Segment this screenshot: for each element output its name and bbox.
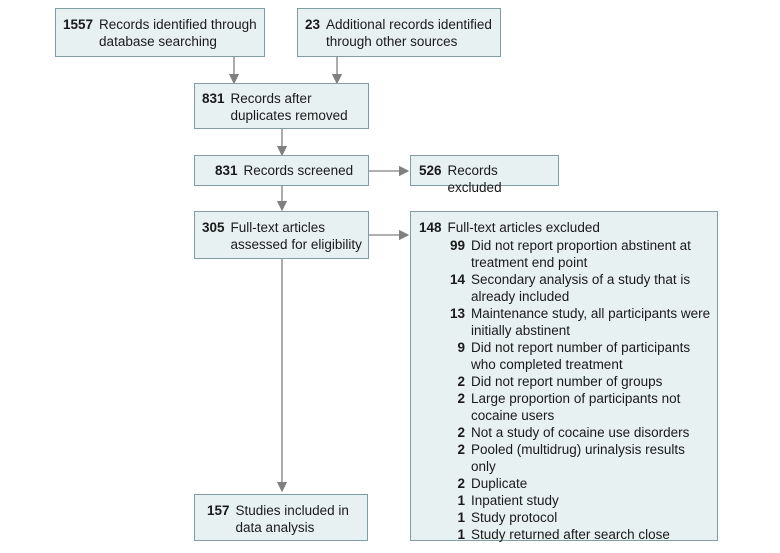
exclusion-reason: 13 Maintenance study, all participants w… — [449, 306, 711, 338]
records-excluded-box: 526 Records excluded — [410, 155, 559, 195]
exclusion-reason: 9 Did not report number of participants … — [457, 340, 691, 372]
exclusion-reason: 99 Did not report proportion abstinent a… — [449, 238, 691, 270]
records-screened-label: Records screened — [243, 163, 354, 178]
after-duplicates-label: Records after duplicates removed — [230, 91, 348, 123]
exclusion-reason: 2 Duplicate — [457, 476, 528, 491]
studies-included-label: Studies included in data analysis — [235, 503, 349, 535]
other-sources-box: 23 Additional records identified through… — [297, 8, 501, 57]
records-excluded-count: 526 — [419, 163, 442, 178]
fulltext-excluded-box: 148 Full-text articles excluded 99 Did n… — [410, 211, 718, 543]
records-screened-box: 831 Records screened — [194, 155, 369, 186]
fulltext-assessed-label: Full-text articles assessed for eligibil… — [230, 220, 362, 252]
db-search-box: 1557 Records identified through database… — [55, 8, 265, 57]
db-search-count: 1557 — [63, 17, 94, 32]
fulltext-excluded-label: Full-text articles excluded — [447, 220, 600, 235]
exclusion-reason: 1 Study returned after search close — [457, 527, 670, 542]
fulltext-assessed-box: 305 Full-text articles assessed for elig… — [194, 211, 369, 259]
records-screened-count: 831 — [215, 163, 238, 178]
exclusion-reason: 2 Did not report number of groups — [457, 374, 663, 389]
records-excluded-label: Records excluded — [447, 163, 502, 195]
exclusion-reason: 1 Inpatient study — [457, 493, 559, 508]
other-sources-label: Additional records identified through ot… — [326, 17, 492, 49]
after-duplicates-box: 831 Records after duplicates removed — [194, 83, 369, 129]
exclusion-reason: 2 Not a study of cocaine use disorders — [457, 425, 690, 440]
exclusion-reason: 14 Secondary analysis of a study that is… — [449, 272, 691, 304]
fulltext-assessed-count: 305 — [202, 220, 225, 235]
exclusion-reason: 1 Study protocol — [457, 510, 558, 525]
exclusion-reasons-list: 99 Did not report proportion abstinent a… — [419, 237, 711, 543]
after-duplicates-count: 831 — [202, 91, 225, 106]
exclusion-reason: 2 Large proportion of participants not c… — [457, 391, 681, 423]
exclusion-reason: 2 Pooled (multidrug) urinalysis results … — [457, 442, 685, 474]
other-sources-count: 23 — [305, 17, 321, 32]
studies-included-box: 157 Studies included in data analysis — [194, 494, 368, 541]
studies-included-count: 157 — [207, 503, 230, 518]
fulltext-excluded-count: 148 — [419, 220, 442, 235]
db-search-label: Records identified through database sear… — [99, 17, 257, 49]
